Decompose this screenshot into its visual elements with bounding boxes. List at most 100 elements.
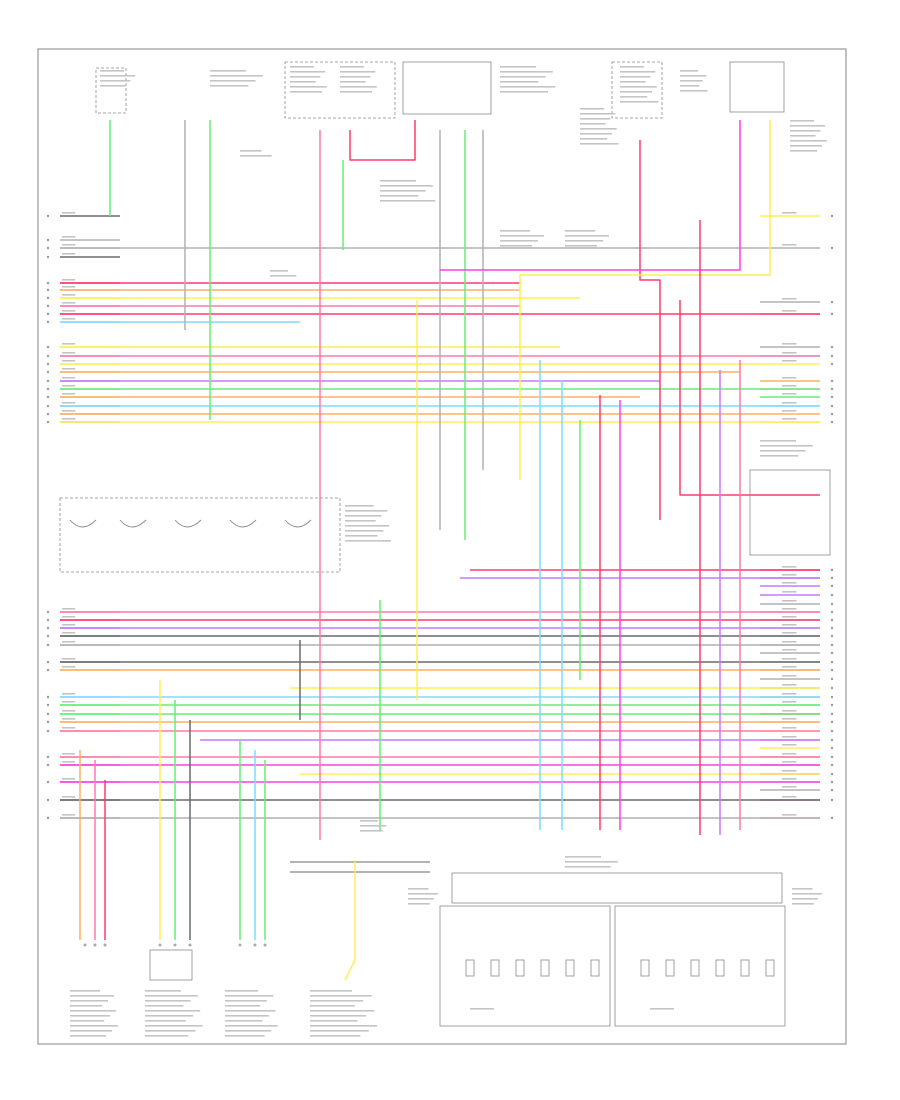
label-line	[340, 71, 376, 73]
label-line	[225, 1005, 261, 1007]
pin-marker	[830, 412, 834, 416]
wire-color-label	[782, 310, 797, 312]
label-line	[408, 888, 429, 890]
injector-bank-left-component	[439, 905, 611, 1027]
wire-color-label	[62, 236, 76, 238]
wire-color-label	[782, 675, 797, 677]
label-line	[782, 736, 797, 738]
wire-color-label	[782, 343, 797, 345]
label-line	[620, 71, 656, 73]
label-line	[790, 125, 826, 127]
label-line	[70, 1030, 112, 1032]
label-line	[792, 888, 813, 890]
label-line	[145, 1020, 186, 1022]
wire-color-label	[782, 377, 797, 379]
component-layer	[46, 61, 834, 1027]
injector-symbol	[665, 959, 675, 977]
pin-marker	[830, 816, 834, 820]
pin-marker	[46, 729, 50, 733]
pin-marker	[830, 634, 834, 638]
label-line	[62, 402, 76, 404]
label-line	[760, 450, 806, 452]
label-line	[782, 710, 797, 712]
pin-marker	[830, 660, 834, 664]
connector-pin	[83, 943, 87, 947]
sensor-label	[145, 990, 203, 1037]
pin-marker	[830, 379, 834, 383]
pin-marker	[830, 214, 834, 218]
label-line	[782, 385, 797, 387]
injector-symbol	[640, 959, 650, 977]
relay-component	[729, 61, 785, 113]
wire-color-label	[782, 608, 797, 610]
pin-marker	[830, 626, 834, 630]
label-line	[500, 86, 556, 88]
wire-color-label	[782, 814, 797, 816]
label-line	[500, 71, 553, 73]
label-line	[62, 310, 76, 312]
pin-marker	[46, 214, 50, 218]
wire-color-label	[62, 279, 76, 281]
label-line	[62, 608, 76, 610]
label-line	[580, 118, 611, 120]
pin-marker	[830, 788, 834, 792]
label-line	[760, 445, 813, 447]
injector-symbol	[740, 959, 750, 977]
pin-marker	[46, 312, 50, 316]
pin-marker	[830, 345, 834, 349]
wire-color-label	[62, 616, 76, 618]
coil-symbol	[229, 519, 257, 528]
label-line	[145, 990, 181, 992]
wire-color-label	[62, 701, 76, 703]
wire-color-label	[782, 710, 797, 712]
label-line	[70, 1005, 102, 1007]
wire-color-label	[62, 753, 76, 755]
wire-layer	[60, 120, 820, 981]
fuse-block-2-component	[402, 61, 492, 115]
pin-marker	[46, 281, 50, 285]
label-line	[240, 155, 272, 157]
label-line	[790, 135, 816, 137]
wire-color-label	[62, 377, 76, 379]
label-line	[782, 753, 797, 755]
label-line	[580, 108, 604, 110]
label-line	[782, 360, 797, 362]
label-line	[620, 101, 659, 103]
label-line	[62, 393, 76, 395]
label-line	[782, 744, 797, 746]
label-line	[240, 150, 262, 152]
injector-symbol	[515, 959, 525, 977]
wire-color-label	[62, 385, 76, 387]
label-line	[620, 91, 652, 93]
label-line	[782, 693, 797, 695]
pin-marker	[46, 354, 50, 358]
pin-marker	[830, 712, 834, 716]
injector-symbol	[540, 959, 550, 977]
component-label	[792, 888, 822, 905]
pin-marker	[830, 602, 834, 606]
component-label	[360, 820, 387, 832]
label-line	[500, 240, 538, 242]
component-label	[580, 108, 619, 145]
wire-color-label	[62, 418, 76, 420]
label-line	[790, 150, 818, 152]
connector-pin	[238, 943, 242, 947]
label-line	[70, 1015, 110, 1017]
label-line	[310, 1010, 375, 1012]
wire-color-label	[782, 727, 797, 729]
wire-color-label	[782, 582, 797, 584]
sensor-label	[70, 990, 118, 1037]
label-line	[680, 70, 698, 72]
pin-marker	[46, 634, 50, 638]
pin-marker	[46, 660, 50, 664]
label-line	[782, 574, 797, 576]
pin-marker	[830, 780, 834, 784]
pin-marker	[830, 354, 834, 358]
ignition-switch-component	[95, 67, 127, 114]
label-line	[565, 866, 611, 868]
label-line	[580, 128, 617, 130]
vertical-wire	[519, 120, 771, 480]
pin-marker	[830, 395, 834, 399]
wire-color-label	[782, 393, 797, 395]
label-line	[210, 85, 249, 87]
